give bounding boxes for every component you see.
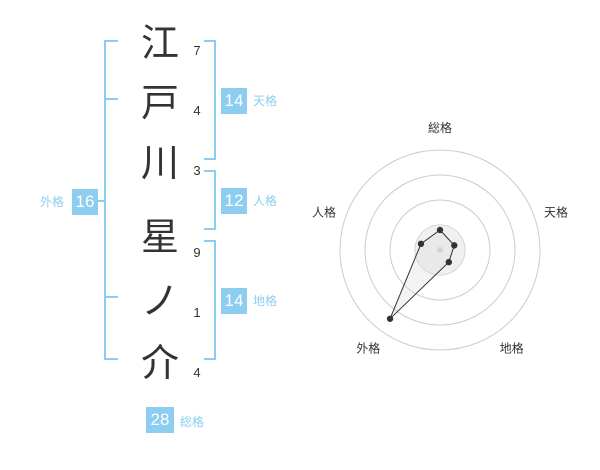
name-char-4: 星: [140, 215, 179, 259]
stroke-count-4: 9: [193, 245, 201, 260]
stroke-count-2: 4: [193, 103, 201, 118]
radar-data-points: [386, 226, 458, 322]
radar-point-5: [417, 240, 425, 248]
radar-axis-label-1: 総格: [428, 120, 452, 135]
stroke-count-1: 7: [193, 43, 201, 58]
tenkaku-label: 天格: [253, 94, 278, 108]
stroke-count-5: 1: [193, 305, 201, 320]
name-char-5: ノ: [140, 279, 179, 323]
name-char-1: 江: [140, 21, 179, 65]
radar-point-3: [445, 258, 453, 266]
soukaku-value: 28: [146, 407, 174, 433]
radar-ring-4: [339, 149, 541, 351]
name-char-6: 介: [140, 341, 179, 385]
gaikaku-label: 外格: [40, 195, 65, 209]
jinkaku-label: 人格: [253, 194, 278, 208]
radar-data-polygon: [389, 229, 455, 320]
radar-ring-2: [389, 199, 491, 301]
soukaku-label: 総格: [180, 415, 205, 429]
name-char-2: 戸: [140, 81, 179, 125]
stroke-count-3: 3: [193, 163, 201, 178]
jinkaku-value: 12: [221, 188, 247, 214]
radar-axis-label-4: 外格: [356, 341, 380, 356]
name-char-3: 川: [140, 141, 179, 185]
chikaku-label: 地格: [253, 294, 278, 308]
radar-point-2: [451, 242, 458, 249]
radar-point-1: [436, 226, 444, 234]
chikaku-value: 14: [221, 288, 247, 314]
radar-center-dot: [437, 247, 443, 253]
radar-axis-label-2: 天格: [544, 204, 568, 219]
radar-inner-fill: [415, 225, 465, 275]
radar-ring-3: [364, 174, 516, 326]
radar-point-4: [386, 315, 394, 322]
stroke-count-6: 4: [193, 365, 201, 380]
radar-axis-label-3: 地格: [500, 341, 524, 356]
gaikaku-value: 16: [72, 189, 98, 215]
radar-axis-label-5: 人格: [312, 204, 336, 219]
tenkaku-value: 14: [221, 88, 247, 114]
